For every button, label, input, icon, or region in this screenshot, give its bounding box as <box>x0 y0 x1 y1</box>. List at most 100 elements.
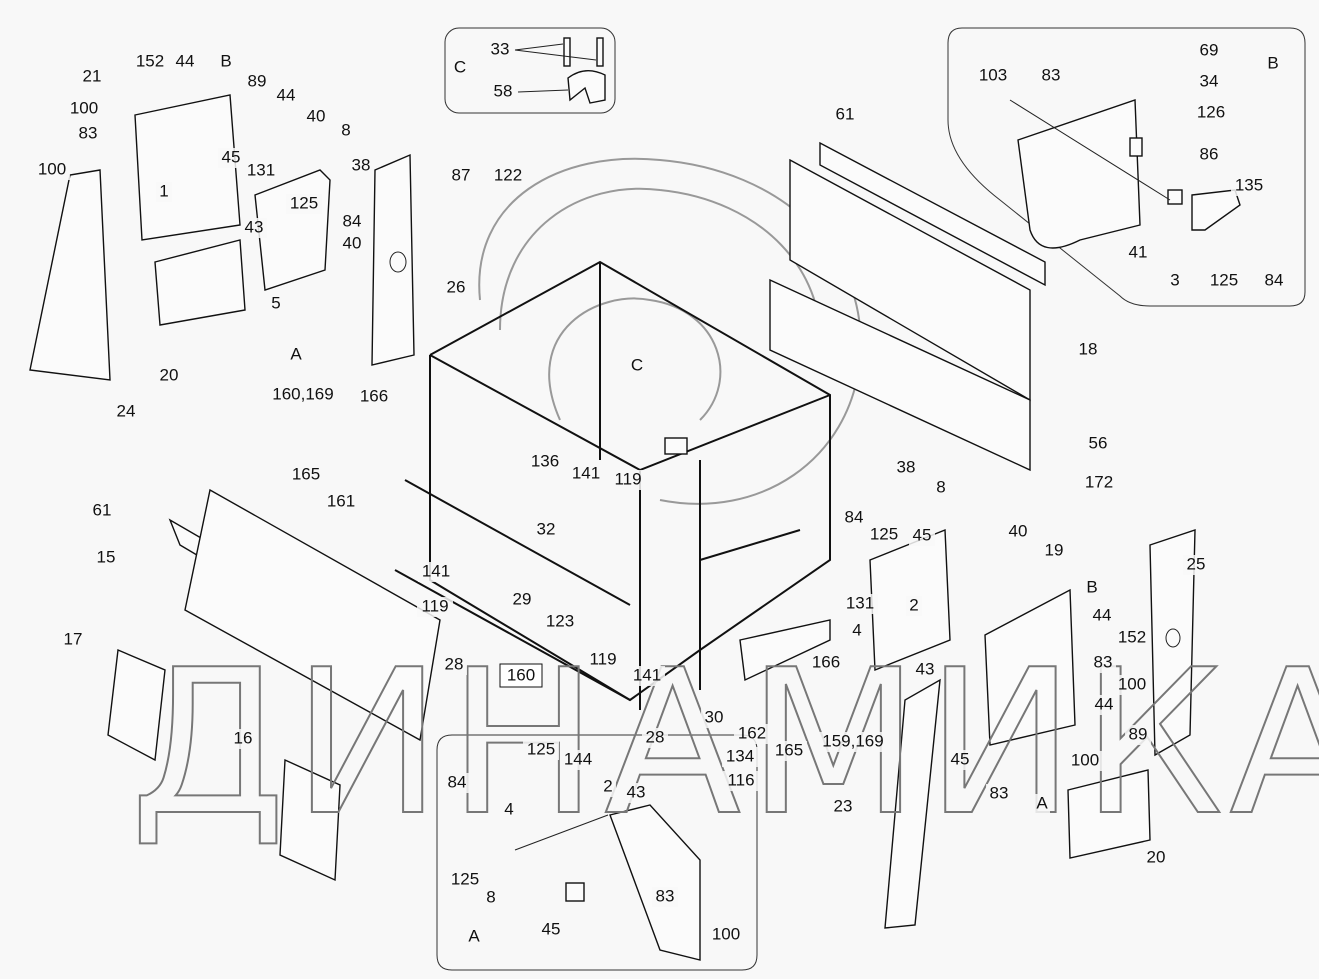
callout-bg <box>808 653 844 673</box>
callout-bg <box>1067 751 1103 771</box>
callout-bg <box>722 747 758 767</box>
callout-labels-24: 24 <box>117 401 136 420</box>
callout-detail-a-43: 43 <box>627 782 646 801</box>
window-20 <box>154 239 246 326</box>
callout-detail-b-3: 3 <box>1170 270 1179 289</box>
callout-detail-b-41: 41 <box>1129 242 1148 261</box>
callout-bg <box>452 58 468 78</box>
callout-detail-a-2: 2 <box>603 776 612 795</box>
callout-bg <box>1125 725 1151 745</box>
pin-part <box>596 37 604 67</box>
callout-detail-b-69: 69 <box>1200 40 1219 59</box>
callout-bg <box>542 612 578 632</box>
callout-labels-131: 131 <box>846 593 874 612</box>
callout-bg <box>490 166 526 186</box>
callout-bg <box>623 783 649 803</box>
callout-bg <box>356 387 392 407</box>
callout-detail-b-135: 135 <box>1235 175 1263 194</box>
glass-17 <box>107 648 166 762</box>
callout-bg <box>1231 176 1267 196</box>
callout-labels-161: 161 <box>327 491 355 510</box>
callout-labels-141: 141 <box>633 665 661 684</box>
callout-bg <box>1089 606 1115 626</box>
pin-part <box>563 37 571 67</box>
callout-labels-83: 83 <box>990 783 1009 802</box>
callout-labels-38: 38 <box>352 155 371 174</box>
callout-labels-166: 166 <box>360 386 388 405</box>
callout-bg <box>906 596 922 616</box>
callout-labels-160-169: 160,169 <box>272 384 333 403</box>
glass-43-detail <box>609 804 701 961</box>
callout-bg <box>418 562 454 582</box>
callout-bg <box>1075 340 1101 360</box>
callout-detail-a-144: 144 <box>564 749 592 768</box>
callout-labels-141: 141 <box>422 561 450 580</box>
callout-bg <box>832 105 858 125</box>
callout-bg <box>230 729 256 749</box>
callout-bg <box>1090 653 1116 673</box>
callout-labels-61: 61 <box>836 104 855 123</box>
callout-labels-45: 45 <box>913 525 932 544</box>
callout-bg <box>830 797 856 817</box>
callout-detail-a-83: 83 <box>656 886 675 905</box>
callout-bg <box>600 777 616 797</box>
callout-bg <box>933 478 949 498</box>
callout-bg <box>523 740 559 760</box>
callout-bg <box>1167 271 1183 291</box>
callout-bg <box>218 148 244 168</box>
callout-detail-b-126: 126 <box>1197 102 1225 121</box>
seal-61 <box>819 141 1046 287</box>
callout-detail-b-83: 83 <box>1042 65 1061 84</box>
callout-bg <box>323 492 359 512</box>
callout-labels-17: 17 <box>64 629 83 648</box>
callout-bg <box>288 465 324 485</box>
callout-labels-136: 136 <box>531 451 559 470</box>
callout-bg <box>560 750 596 770</box>
callout-bg <box>893 458 919 478</box>
callout-bg <box>156 366 182 386</box>
callout-labels-1: 1 <box>159 181 168 200</box>
callout-bg <box>339 212 365 232</box>
callout-bg <box>79 67 105 87</box>
callout-labels-43: 43 <box>245 217 264 236</box>
callout-labels-28: 28 <box>445 654 464 673</box>
callout-bg <box>815 732 891 752</box>
callout-bg <box>338 121 354 141</box>
callout-labels-83: 83 <box>79 123 98 142</box>
callout-bg <box>701 708 727 728</box>
callout-labels-152: 152 <box>1118 627 1146 646</box>
callout-labels-122: 122 <box>494 165 522 184</box>
callout-bg <box>849 621 865 641</box>
callout-bg <box>444 773 470 793</box>
callout-labels-100: 100 <box>38 159 66 178</box>
callout-bg <box>652 887 678 907</box>
callout-labels-159-169: 159,169 <box>822 731 883 750</box>
door-panel-19 <box>984 588 1076 746</box>
callout-labels-C: C <box>631 355 643 374</box>
callout-labels-4: 4 <box>852 620 861 639</box>
callout-labels-61: 61 <box>93 500 112 519</box>
callout-labels-56: 56 <box>1089 433 1108 452</box>
callout-labels-87: 87 <box>452 165 471 184</box>
callout-bg <box>448 166 474 186</box>
callout-labels-125: 125 <box>290 193 318 212</box>
callout-bg <box>708 925 744 945</box>
callout-labels-A: A <box>290 344 302 363</box>
callout-labels-100: 100 <box>1071 750 1099 769</box>
callout-bg <box>1041 541 1067 561</box>
callout-bg <box>734 724 770 744</box>
callout-bg <box>303 107 329 127</box>
door-panel-21 <box>134 94 241 241</box>
callout-labels-162: 162 <box>738 723 766 742</box>
panel-25 <box>1149 529 1196 757</box>
callout-bg <box>1193 103 1229 123</box>
callout-labels-40: 40 <box>343 233 362 252</box>
glass-16 <box>279 758 341 882</box>
callout-labels-B: B <box>1086 577 1097 596</box>
callout-labels-43: 43 <box>916 659 935 678</box>
callout-bg <box>1081 473 1117 493</box>
callout-bg <box>113 402 139 422</box>
callout-bg <box>241 218 267 238</box>
callout-labels-131: 131 <box>247 160 275 179</box>
callout-labels-15: 15 <box>97 547 116 566</box>
